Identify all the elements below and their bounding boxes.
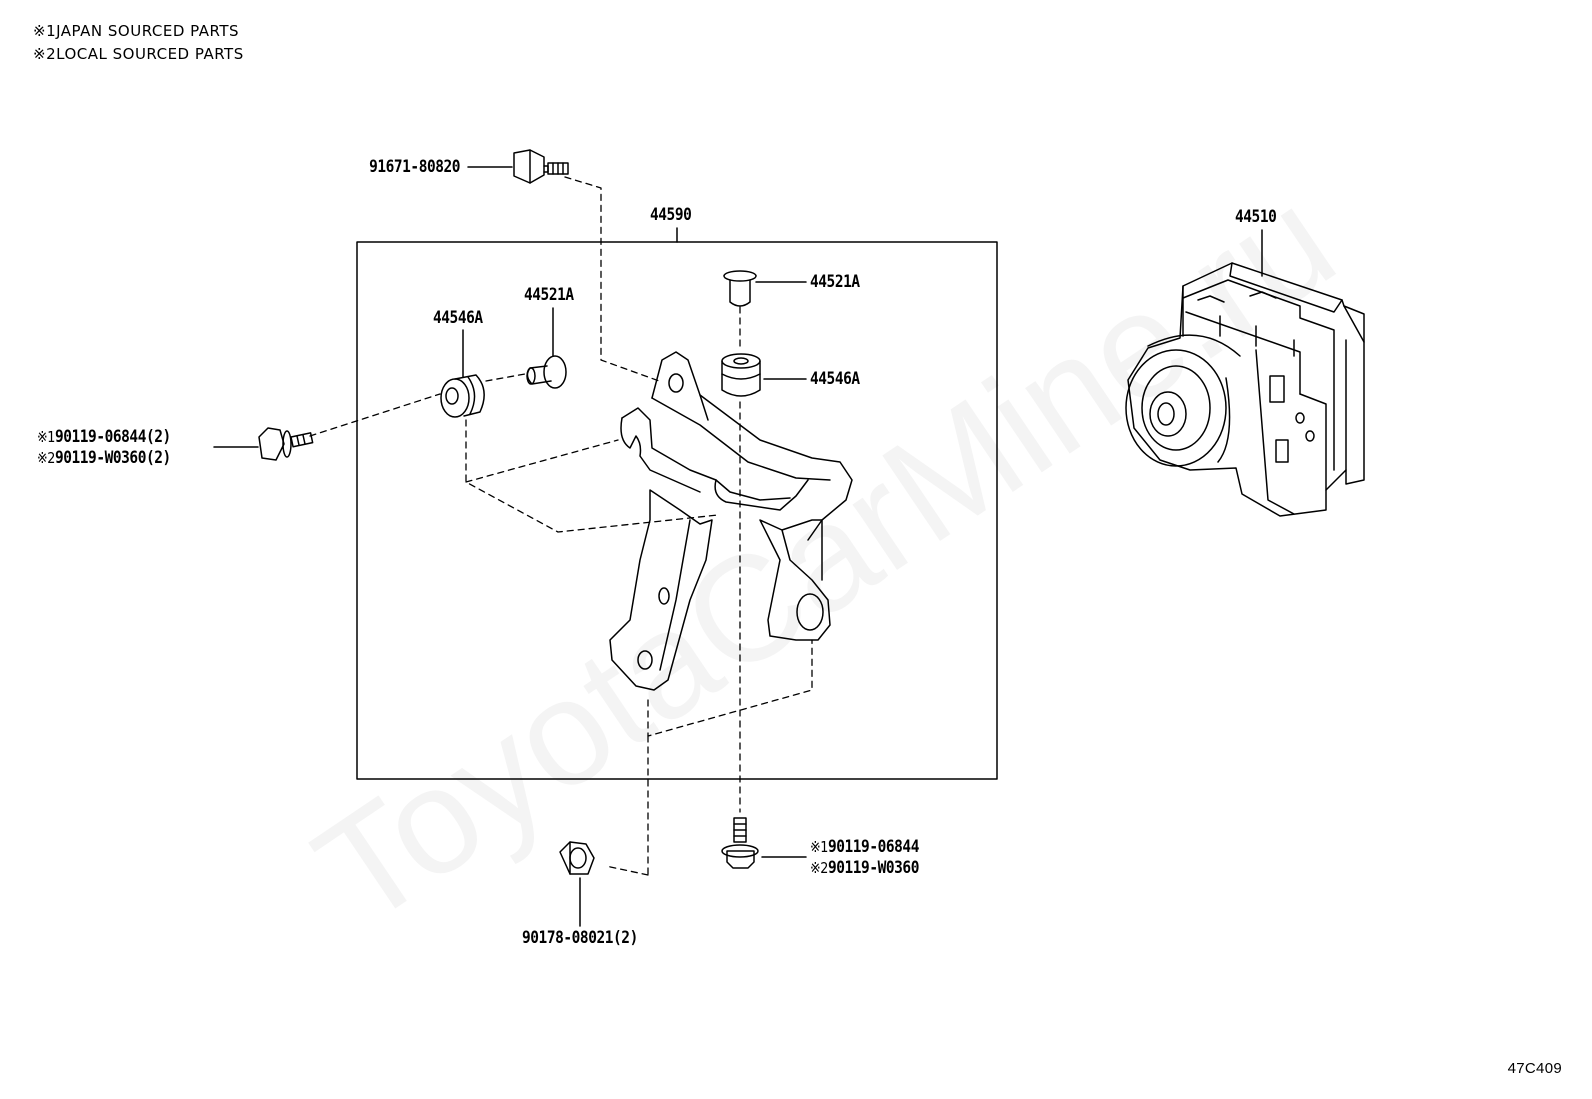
part-number-bolt-left-japan[interactable]: ※190119-06844(2) <box>37 427 171 447</box>
part-number-text: 90119-W0360 <box>827 858 919 878</box>
bushing-right-icon <box>721 353 761 397</box>
note-local-sourced: ※2LOCAL SOURCED PARTS <box>33 45 244 63</box>
collar-left-icon <box>526 355 567 389</box>
part-number-collar-right[interactable]: 44521A <box>810 272 860 292</box>
part-number-text: 90119-06844 <box>827 837 919 857</box>
bushing-left-icon <box>440 374 485 418</box>
note-text: JAPAN SOURCED PARTS <box>56 22 239 40</box>
note-text: LOCAL SOURCED PARTS <box>56 45 244 63</box>
part-number-text: 90119-W0360(2) <box>54 448 171 468</box>
part-number-nut-bottom[interactable]: 90178-08021(2) <box>522 928 638 948</box>
marker-local: ※2 <box>810 859 828 877</box>
nut-bottom-icon <box>559 841 595 875</box>
abs-actuator-icon <box>1125 262 1365 517</box>
part-number-bolt-top[interactable]: 91671-80820 <box>369 157 461 177</box>
bracket-icon <box>609 351 853 691</box>
part-number-abs-actuator[interactable]: 44510 <box>1235 207 1277 227</box>
marker-japan: ※1 <box>810 838 828 856</box>
installation-lines <box>309 176 813 876</box>
collar-right-icon <box>723 270 757 307</box>
part-number-bracket-assembly[interactable]: 44590 <box>650 205 692 225</box>
bolt-bottom-icon <box>721 817 759 869</box>
note-marker: ※2 <box>33 45 57 63</box>
bolt-top-icon <box>513 149 569 184</box>
part-number-text: 90119-06844(2) <box>54 427 171 447</box>
marker-local: ※2 <box>37 449 55 467</box>
note-japan-sourced: ※1JAPAN SOURCED PARTS <box>33 22 239 40</box>
part-number-bolt-bottom-japan[interactable]: ※190119-06844 <box>810 837 919 857</box>
bolt-left-icon <box>258 427 314 461</box>
figure-code: 47C409 <box>1507 1060 1562 1077</box>
part-number-bolt-left-local[interactable]: ※290119-W0360(2) <box>37 448 171 468</box>
part-number-bolt-bottom-local[interactable]: ※290119-W0360 <box>810 858 919 878</box>
part-number-bushing-left[interactable]: 44546A <box>433 308 483 328</box>
marker-japan: ※1 <box>37 428 55 446</box>
part-number-bushing-right[interactable]: 44546A <box>810 369 860 389</box>
note-marker: ※1 <box>33 22 57 40</box>
part-number-collar-left[interactable]: 44521A <box>524 285 574 305</box>
